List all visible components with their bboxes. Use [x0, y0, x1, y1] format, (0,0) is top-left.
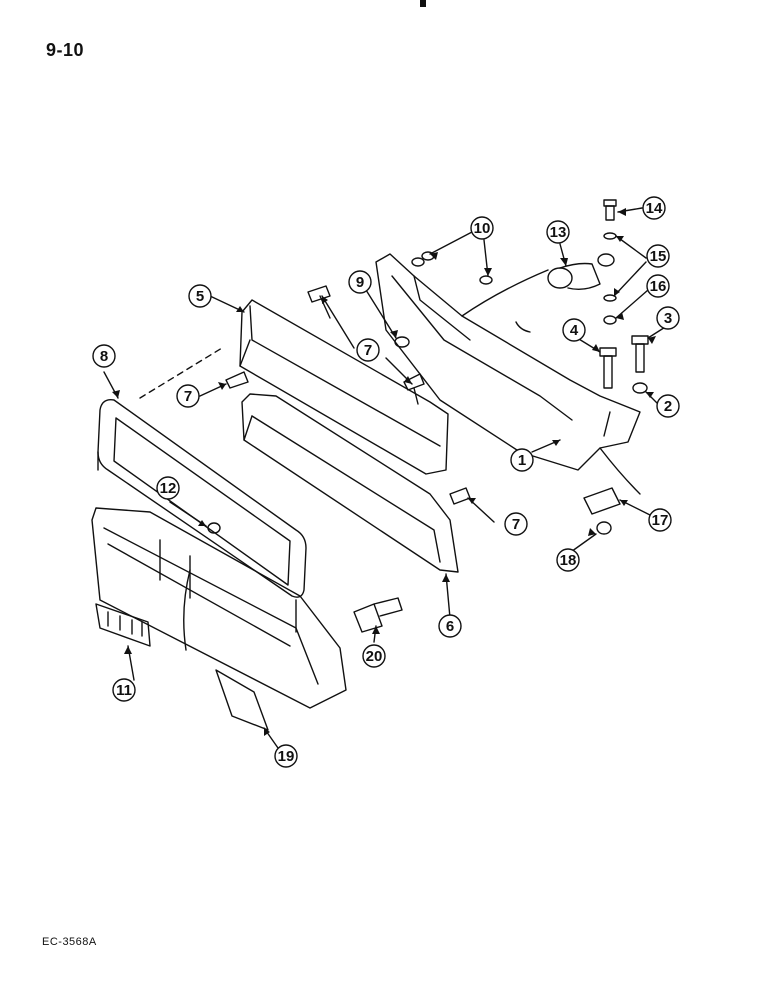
- callout-7-c: 7: [504, 512, 528, 536]
- callout-4: 4: [562, 318, 586, 342]
- svg-text:8: 8: [100, 348, 108, 365]
- svg-text:6: 6: [446, 618, 454, 635]
- callout-14: 14: [642, 196, 666, 220]
- svg-text:3: 3: [664, 310, 672, 327]
- part-bolt-4: [603, 355, 613, 389]
- svg-text:15: 15: [650, 248, 667, 265]
- part-pivot-fitting: [547, 253, 615, 291]
- part-washer-10a: [411, 257, 425, 267]
- svg-text:10: 10: [474, 220, 491, 237]
- callouts: 1 2 3 4 5 6 7 7 7 8 9 10 11 12 13 14 15 …: [92, 196, 680, 768]
- callout-20: 20: [362, 644, 386, 668]
- cable-hose: [461, 269, 549, 317]
- callout-10: 10: [470, 216, 494, 240]
- part-screw-7a: [307, 285, 331, 319]
- callout-2: 2: [656, 394, 680, 418]
- svg-text:11: 11: [116, 682, 132, 699]
- callout-7-b: 7: [176, 384, 200, 408]
- part-washer-15b: [603, 294, 617, 302]
- figure-code: EC-3568A: [42, 936, 97, 948]
- part-nut-12: [207, 522, 221, 534]
- callout-8: 8: [92, 344, 116, 368]
- part-washer-9: [394, 336, 410, 348]
- callout-12: 12: [156, 476, 180, 500]
- svg-text:17: 17: [652, 512, 669, 529]
- part-mounting-bracket: [375, 253, 641, 471]
- part-nut-2: [632, 382, 648, 394]
- svg-text:9: 9: [356, 274, 364, 291]
- svg-text:7: 7: [512, 516, 520, 533]
- callout-6: 6: [438, 614, 462, 638]
- part-washer-15a: [603, 232, 617, 240]
- callout-11: 11: [112, 678, 136, 702]
- callout-19: 19: [274, 744, 298, 768]
- part-plate-19: [215, 669, 269, 731]
- cable-lower-housing: [183, 569, 191, 651]
- part-screw-14: [605, 205, 615, 221]
- part-bolt-3: [635, 343, 645, 373]
- svg-text:16: 16: [650, 278, 667, 295]
- part-nut-16: [603, 315, 617, 325]
- svg-text:4: 4: [570, 322, 579, 339]
- svg-text:14: 14: [646, 200, 663, 217]
- callout-17: 17: [648, 508, 672, 532]
- svg-text:20: 20: [366, 648, 383, 665]
- svg-text:7: 7: [364, 342, 372, 359]
- callout-9: 9: [348, 270, 372, 294]
- svg-text:1: 1: [518, 452, 526, 469]
- part-nut-18: [596, 521, 612, 535]
- part-clip-17: [583, 487, 621, 515]
- leader-arrowheads: [112, 208, 656, 736]
- svg-text:12: 12: [160, 480, 177, 497]
- svg-text:19: 19: [278, 748, 295, 765]
- part-lower-housing: [91, 507, 347, 709]
- svg-text:13: 13: [550, 224, 567, 241]
- svg-text:2: 2: [664, 398, 672, 415]
- callout-13: 13: [546, 220, 570, 244]
- svg-text:5: 5: [196, 288, 204, 305]
- top-registration-mark: [420, 0, 426, 7]
- cable-hose-lower: [599, 447, 641, 495]
- part-lower-panel: [241, 393, 459, 573]
- part-screw-7c: [403, 373, 425, 405]
- part-upper-panel: [239, 299, 449, 475]
- callout-1: 1: [510, 448, 534, 472]
- part-screw-7b: [225, 371, 249, 389]
- part-stud-20: [353, 597, 403, 633]
- page-number: 9-10: [46, 40, 85, 60]
- callout-3: 3: [656, 306, 680, 330]
- part-indicator-strip-11: [95, 603, 151, 647]
- callout-16: 16: [646, 274, 670, 298]
- svg-text:18: 18: [560, 552, 577, 569]
- part-screw-7d: [449, 487, 471, 505]
- callout-18: 18: [556, 548, 580, 572]
- callout-15: 15: [646, 244, 670, 268]
- svg-text:7: 7: [184, 388, 192, 405]
- callout-5: 5: [188, 284, 212, 308]
- callout-7-a: 7: [356, 338, 380, 362]
- part-bezel-frame: [97, 399, 307, 598]
- part-nut-10c: [479, 275, 493, 285]
- alignment-line: [139, 347, 223, 399]
